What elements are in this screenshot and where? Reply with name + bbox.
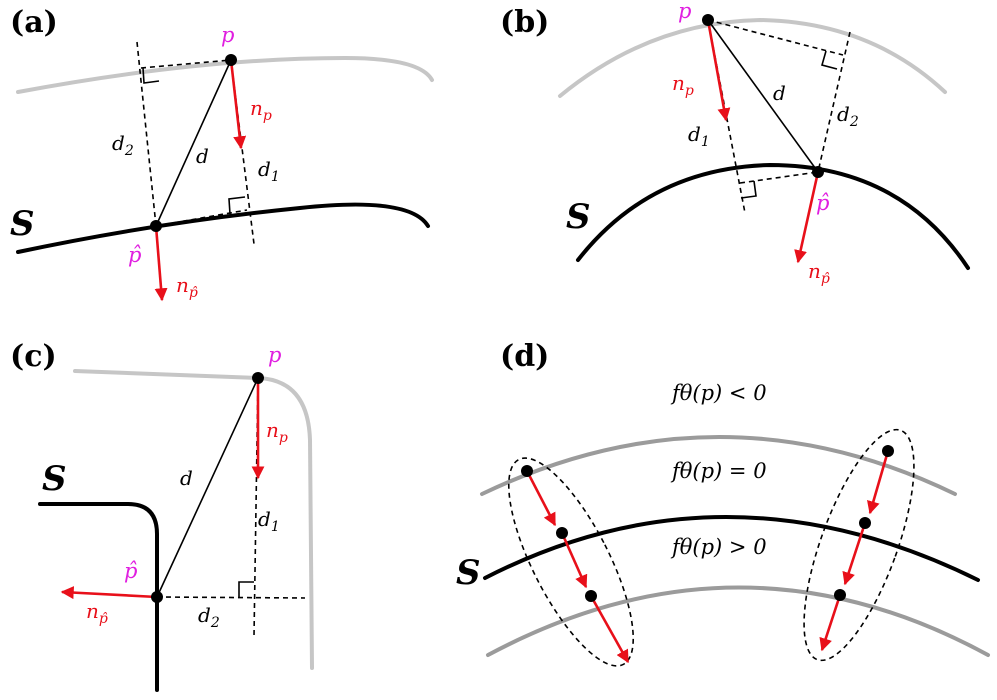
- point-phat-b: [812, 166, 824, 178]
- panel-label-b: (b): [500, 5, 549, 40]
- point-p-b: [702, 14, 714, 26]
- point-phat-c: [151, 591, 163, 603]
- surface-label-b: S: [566, 197, 591, 237]
- label-phat-b: p̂: [816, 191, 829, 215]
- neighborhood-ellipse-left: [507, 457, 635, 667]
- distance-line-a: [155, 59, 232, 227]
- surface-label-c: S: [42, 459, 67, 499]
- offset-surface-b: [558, 17, 947, 98]
- label-p-c: p: [268, 343, 281, 367]
- point-p-c: [252, 372, 264, 384]
- label-np-c: np: [266, 418, 288, 446]
- gradient-arrow-right-1: [867, 450, 890, 515]
- normal-arrow-phat-b: [794, 171, 820, 264]
- label-np-a: np: [250, 96, 272, 124]
- sample-point-right-1: [882, 445, 894, 457]
- label-np-b: np: [672, 71, 694, 99]
- levelset-zero-curve: [483, 515, 980, 582]
- point-phat-a: [150, 220, 162, 232]
- sample-point-right-3: [834, 589, 846, 601]
- d2-dashed-b: [817, 31, 851, 173]
- d2-foot-a: [140, 59, 232, 69]
- neighborhood-ellipse-right: [803, 428, 915, 662]
- label-d2-b: d2: [837, 102, 859, 130]
- gradient-arrow-left-1: [525, 470, 557, 527]
- label-d-a: d: [196, 144, 209, 168]
- label-d1-b: d1: [688, 122, 710, 150]
- label-d2-a: d2: [112, 131, 134, 159]
- surface-S-a: [16, 202, 430, 254]
- surface-S-c: [38, 502, 159, 692]
- distance-line-b: [707, 19, 819, 173]
- label-p-b: p: [678, 0, 691, 23]
- label-d2-c: d2: [198, 603, 220, 631]
- offset-surface-a: [16, 55, 434, 94]
- d1-dashed-c: [253, 377, 259, 637]
- normal-arrow-p-a: [229, 59, 247, 150]
- d1-foot-a: [155, 209, 248, 227]
- sample-point-left-1: [521, 465, 533, 477]
- label-phat-c: p̂: [124, 559, 137, 583]
- surface-label-a: S: [10, 204, 35, 244]
- gradient-arrow-left-3: [589, 595, 630, 664]
- label-nphat-c: np̂: [86, 599, 108, 627]
- panel-label-d: (d): [500, 339, 549, 374]
- right-angle-c: [238, 581, 254, 597]
- panel-b: (b) S p p̂ d d2 d1 np np̂: [500, 0, 970, 287]
- sample-point-left-3: [585, 590, 597, 602]
- levelset-negative-label: fθ(p) < 0: [670, 381, 767, 405]
- right-angle-a2: [228, 196, 246, 215]
- panel-d: (d) S fθ(p) < 0 fθ(p) = 0 fθ(p) > 0: [456, 339, 990, 667]
- d1-dashed-b: [707, 19, 746, 214]
- levelset-negative-curve: [480, 435, 957, 496]
- label-p-a: p: [221, 23, 234, 47]
- surface-S-b: [576, 162, 970, 270]
- point-p-a: [225, 54, 237, 66]
- gradient-arrow-right-2: [842, 522, 867, 586]
- normal-arrow-p-b: [706, 19, 731, 122]
- levelset-positive-label: fθ(p) > 0: [670, 535, 767, 559]
- label-d1-c: d1: [258, 507, 280, 535]
- distance-line-c: [156, 377, 259, 598]
- panel-label-a: (a): [10, 5, 58, 40]
- label-d1-a: d1: [258, 157, 280, 185]
- d2-dashed-a: [136, 41, 157, 227]
- right-angle-a1: [142, 67, 160, 84]
- label-d-b: d: [773, 81, 786, 105]
- levelset-zero-label: fθ(p) = 0: [670, 459, 767, 483]
- sample-point-left-2: [556, 527, 568, 539]
- panel-label-c: (c): [10, 339, 57, 374]
- label-nphat-b: np̂: [808, 259, 830, 287]
- label-phat-a: p̂: [128, 243, 141, 267]
- label-d-c: d: [180, 466, 193, 490]
- normal-arrow-phat-c: [60, 586, 158, 600]
- right-angle-b1: [821, 50, 838, 70]
- gradient-arrow-right-3: [819, 594, 842, 652]
- right-angle-b2: [740, 180, 757, 199]
- d2-dashed-c: [156, 596, 306, 599]
- panel-a: (a) S p p̂ d d2 d1 np np̂: [10, 5, 434, 302]
- surface-label-d: S: [456, 553, 481, 593]
- label-nphat-a: np̂: [176, 273, 198, 301]
- sample-point-right-2: [859, 517, 871, 529]
- d1-foot-b: [739, 171, 819, 184]
- panel-c: (c) S p p̂ d d1 d2 np np̂: [10, 339, 314, 692]
- levelset-positive-curve: [486, 585, 990, 657]
- normal-arrow-phat-a: [154, 225, 168, 302]
- gradient-arrow-left-2: [560, 532, 588, 589]
